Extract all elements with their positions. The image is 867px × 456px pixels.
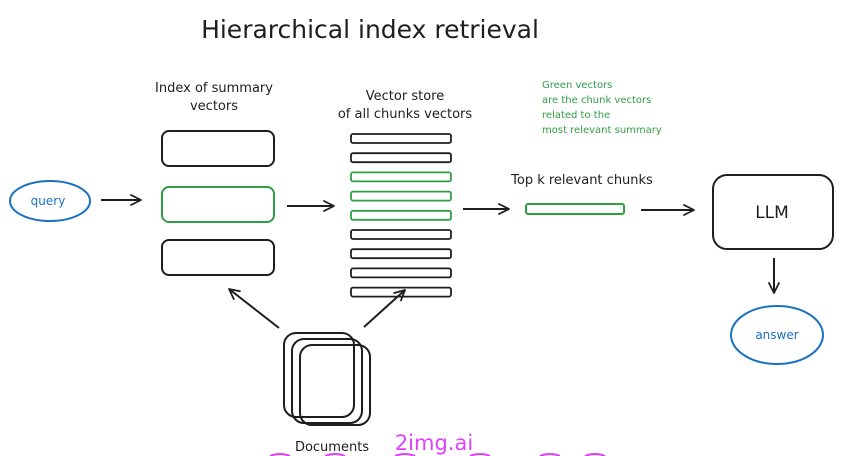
summary-box-1 — [161, 130, 275, 167]
top-k-label: Top k relevant chunks — [510, 173, 653, 188]
note-line3: related to the — [542, 110, 610, 121]
answer-node: answer — [730, 305, 824, 365]
watermark-underline — [269, 453, 606, 456]
chunk-row-3 — [350, 171, 452, 183]
summary-index-label-line1: Index of summary — [155, 81, 273, 96]
note-line1: Green vectors — [542, 80, 612, 91]
documents-label: Documents — [295, 440, 369, 455]
chunk-row-8 — [350, 267, 452, 279]
llm-label: LLM — [755, 203, 789, 223]
chunk-row-1 — [350, 133, 452, 144]
vector-store-label-line2: of all chunks vectors — [338, 107, 473, 122]
query-label: query — [31, 194, 66, 208]
chunk-vector-rows — [350, 133, 452, 298]
vector-store-label-line1: Vector store — [366, 89, 444, 104]
summary-index-label-line2: vectors — [190, 99, 238, 114]
arrow-docs-to-store — [363, 289, 406, 328]
note-line4: most relevant summary — [542, 125, 662, 136]
chunk-row-4 — [350, 190, 452, 202]
summary-box-2 — [161, 186, 275, 223]
green-vectors-note: Green vectors are the chunk vectors rela… — [542, 80, 662, 136]
llm-node: LLM — [712, 174, 834, 250]
documents-stack — [283, 332, 371, 426]
chunk-row-9 — [350, 286, 452, 298]
watermark: 2img.ai — [395, 431, 473, 455]
summary-vector-boxes — [161, 130, 275, 276]
chunk-row-7 — [350, 248, 452, 260]
chunk-row-2 — [350, 152, 452, 164]
diagram-title: Hierarchical index retrieval — [201, 15, 539, 44]
arrow-docs-to-index — [228, 288, 280, 329]
answer-label: answer — [755, 328, 798, 342]
chunk-row-6 — [350, 229, 452, 240]
summary-box-3 — [161, 239, 275, 276]
top-k-chunk — [525, 203, 625, 215]
note-line2: are the chunk vectors — [542, 95, 651, 106]
query-node: query — [9, 180, 91, 222]
chunk-row-5 — [350, 209, 452, 221]
